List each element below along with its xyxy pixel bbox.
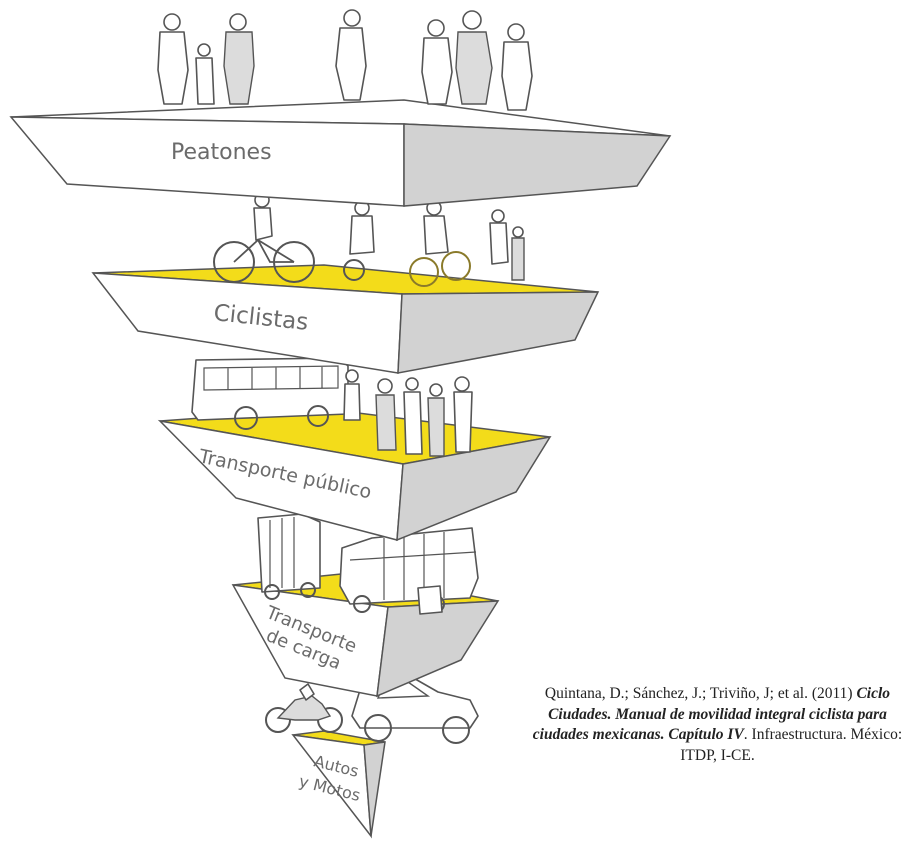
passengers-icon bbox=[343, 369, 473, 457]
tier-peatones: Peatones bbox=[9, 99, 672, 207]
citation-year: (2011) bbox=[811, 685, 853, 702]
citation-rest: . Infraestructura. México: ITDP, I-CE. bbox=[680, 726, 903, 764]
trucks-icon bbox=[257, 513, 479, 615]
cyclists-icon bbox=[213, 192, 525, 287]
tier-label-peatones: Peatones bbox=[171, 140, 272, 165]
citation-authors: Quintana, D.; Sánchez, J.; Triviño, J; e… bbox=[544, 685, 808, 702]
citation: Quintana, D.; Sánchez, J.; Triviño, J; e… bbox=[520, 684, 915, 766]
tier-ciclistas: Ciclistas bbox=[91, 264, 600, 374]
tier-autos-motos: Autos y Motos bbox=[291, 730, 386, 839]
tier-transporte-publico: Transporte público bbox=[157, 408, 552, 542]
citation-title: Ciclo Ciudades. Manual de movilidad inte… bbox=[532, 685, 891, 743]
bus-and-passengers-icon bbox=[191, 357, 473, 457]
pedestrians-icon bbox=[157, 9, 533, 111]
